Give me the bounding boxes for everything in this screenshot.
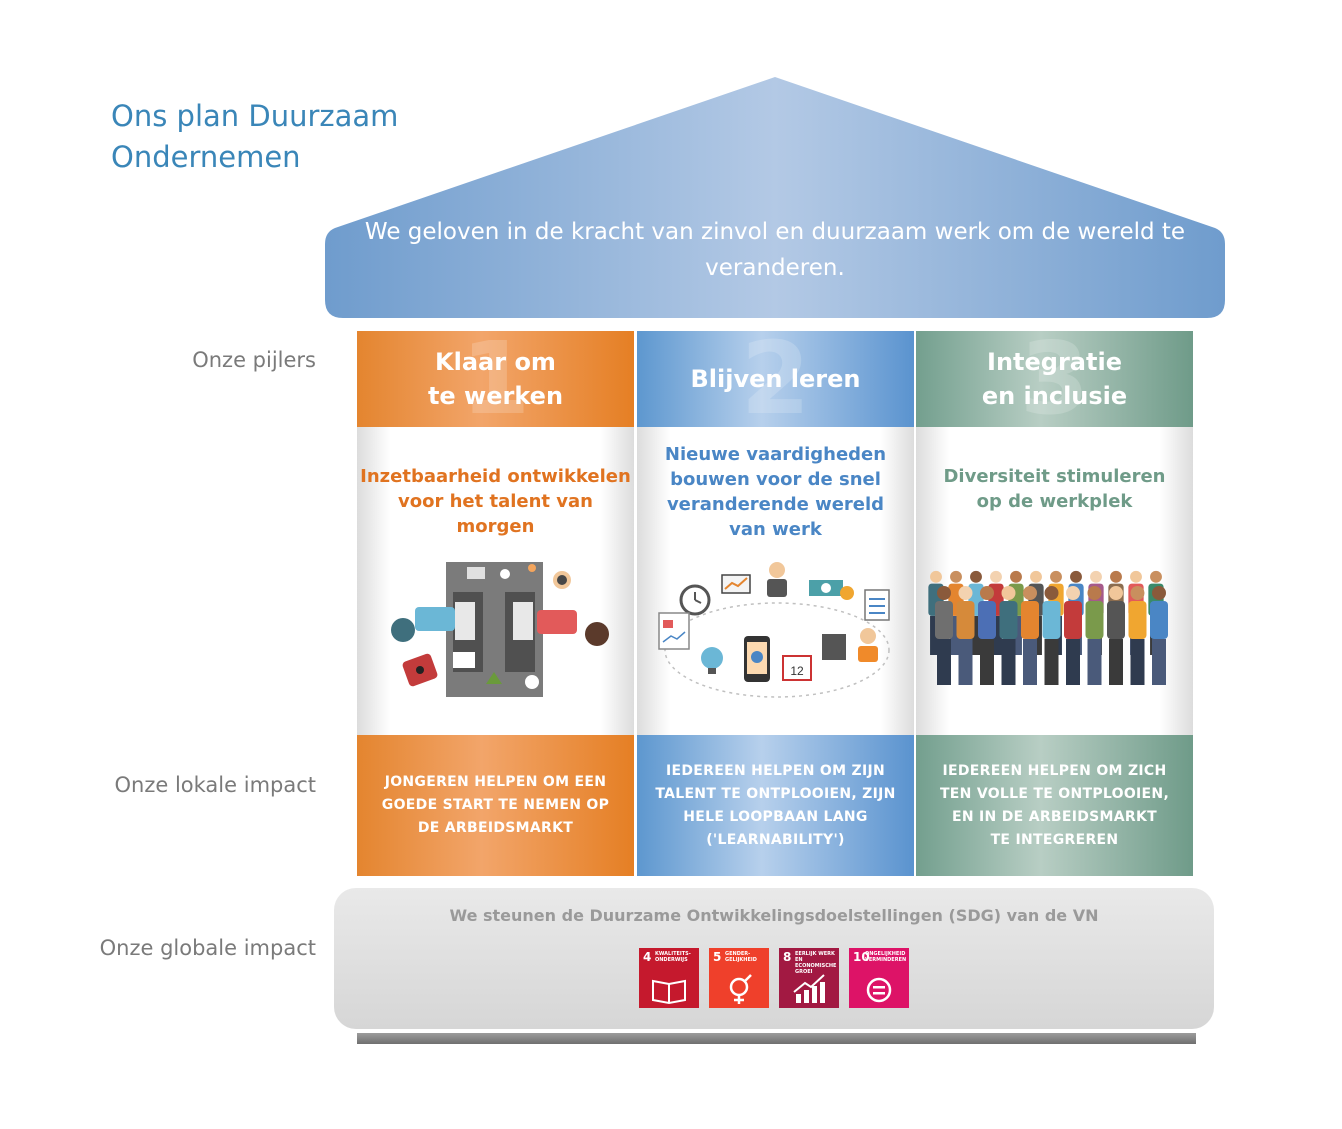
- pillar-ready-to-work: 1 Klaar om te werken Inzetbaarheid ontwi…: [357, 331, 634, 876]
- label-global-impact: Onze globale impact: [99, 936, 316, 960]
- label-pillars: Onze pijlers: [192, 348, 316, 372]
- pillar-body: Diversiteit stimuleren op de werkplek: [916, 427, 1193, 735]
- pillar-goal: Nieuwe vaardigheden bouwen voor de snel …: [664, 444, 887, 540]
- foundation-base: [357, 1033, 1196, 1044]
- person-figure: [935, 586, 953, 685]
- pillar-title: Integratie en inclusie: [981, 348, 1128, 410]
- pillar-header: 3 Integratie en inclusie: [916, 331, 1193, 427]
- equality-icon: [866, 977, 892, 1003]
- pillar-number: 2: [740, 331, 811, 427]
- sdg-number: 4: [643, 950, 652, 964]
- person-figure: [956, 586, 975, 685]
- person-figure: [1085, 586, 1104, 685]
- pillar-number: 1: [460, 331, 531, 427]
- pillar-header: 2 Blijven leren: [637, 331, 914, 427]
- sdg-statement: We steunen de Duurzame Ontwikkelingsdoel…: [449, 906, 1099, 925]
- sdg-10-reduced-inequalities: 10 ONGELIJKHEID VERMINDEREN: [849, 948, 909, 1008]
- person-figure: [1064, 586, 1082, 685]
- sdg-4-quality-education: 4 KWALITEITS- ONDERWIJS: [639, 948, 699, 1008]
- sdg-number: 5: [713, 950, 722, 964]
- learning-cycle-illustration: 12: [658, 562, 890, 698]
- pillar-number: 3: [1019, 331, 1090, 427]
- pillar-header: 1 Klaar om te werken: [357, 331, 634, 427]
- desk-meeting-illustration: [391, 562, 609, 697]
- growth-chart-icon: [793, 974, 825, 1003]
- sdg-8-decent-work: 8 EERLIJK WERK EN ECONOMISCHE GROEI: [779, 948, 839, 1008]
- pillar-local-impact: JONGEREN HELPEN OM EEN GOEDE START TE NE…: [357, 735, 634, 876]
- gender-icon: [729, 974, 752, 1004]
- sdg-5-gender-equality: 5 GENDER- GELIJKHEID: [709, 948, 769, 1008]
- roof-shape: [325, 77, 1225, 318]
- pillar-body: Inzetbaarheid ontwikkelen voor het talen…: [357, 427, 634, 735]
- sdg-icons: 4 KWALITEITS- ONDERWIJS 5 GENDER- GELIJK…: [639, 948, 909, 1008]
- person-figure: [1107, 586, 1125, 685]
- person-figure: [1128, 586, 1147, 685]
- book-icon: [652, 979, 686, 1005]
- foundation-sdg: We steunen de Duurzame Ontwikkelingsdoel…: [334, 888, 1214, 1029]
- sdg-label: GENDER- GELIJKHEID: [725, 951, 757, 963]
- pillar-local-impact: IEDEREEN HELPEN OM ZICH TEN VOLLE TE ONT…: [916, 735, 1193, 876]
- person-figure: [978, 586, 996, 685]
- page-title: Ons plan Duurzaam Ondernemen: [111, 99, 399, 174]
- sdg-label: KWALITEITS- ONDERWIJS: [655, 951, 691, 963]
- sdg-number: 10: [853, 950, 870, 964]
- sdg-number: 8: [783, 950, 792, 964]
- pillar-integration-inclusion: 3 Integratie en inclusie Diversiteit sti…: [916, 331, 1193, 876]
- calendar-day: 12: [790, 664, 804, 678]
- person-figure: [1021, 586, 1039, 685]
- person-figure: [999, 586, 1018, 685]
- sdg-label: EERLIJK WERK EN ECONOMISCHE GROEI: [795, 951, 837, 975]
- sdg-label: ONGELIJKHEID VERMINDEREN: [865, 951, 907, 963]
- pillar-goal: Inzetbaarheid ontwikkelen voor het talen…: [360, 466, 631, 537]
- pillar-local-impact: IEDEREEN HELPEN OM ZIJN TALENT TE ONTPLO…: [637, 735, 914, 876]
- person-figure: [1042, 586, 1061, 685]
- pillar-title: Blijven leren: [690, 365, 861, 393]
- pillar-title: Klaar om te werken: [427, 348, 564, 410]
- diverse-people-group-illustration: [928, 570, 1168, 685]
- label-local-impact: Onze lokale impact: [114, 773, 317, 797]
- pillar-goal: Diversiteit stimuleren op de werkplek: [943, 466, 1166, 512]
- pillar-keep-learning: 2 Blijven leren Nieuwe vaardigheden bouw…: [637, 331, 914, 876]
- mission-statement: We geloven in de kracht van zinvol en du…: [364, 219, 1186, 281]
- pillar-body: Nieuwe vaardigheden bouwen voor de snel …: [637, 427, 914, 735]
- person-figure: [1150, 586, 1168, 685]
